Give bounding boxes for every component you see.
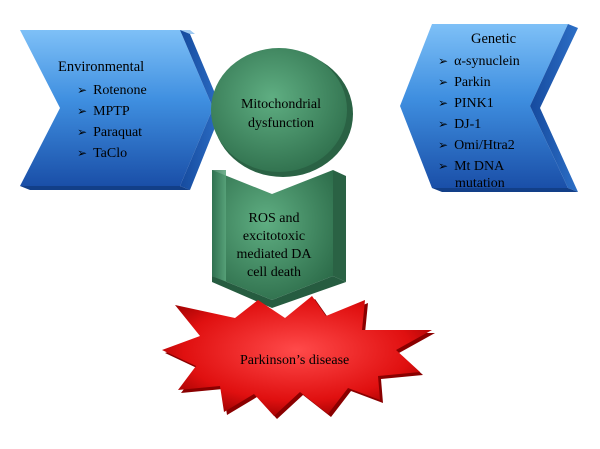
genetic-item-label: Parkin: [454, 75, 491, 90]
ros-line2: excitotoxic: [242, 229, 306, 244]
genetic-item: ➢ Mt DNA: [438, 156, 520, 177]
arrowhead-bullet-icon: ➢: [438, 117, 449, 131]
arrowhead-bullet-icon: ➢: [77, 83, 88, 97]
genetic-item: ➢ Omi/Htra2: [438, 135, 520, 156]
environmental-item: ➢ MPTP: [77, 101, 147, 122]
environmental-item: ➢ TaClo: [77, 143, 147, 164]
arrowhead-bullet-icon: ➢: [438, 54, 449, 68]
mitochondrial-line1: Mitochondrial: [240, 97, 322, 112]
environmental-list: ➢ Rotenone ➢ MPTP ➢ Paraquat ➢ TaClo: [77, 80, 147, 164]
genetic-title: Genetic: [471, 31, 517, 47]
mitochondrial-label: Mitochondrial dysfunction: [229, 95, 333, 133]
genetic-item-label: PINK1: [454, 96, 494, 111]
arrowhead-bullet-icon: ➢: [77, 125, 88, 139]
environmental-item: ➢ Paraquat: [77, 122, 147, 143]
arrowhead-bullet-icon: ➢: [438, 138, 449, 152]
genetic-item-label: Mt DNA: [454, 159, 505, 174]
arrowhead-bullet-icon: ➢: [438, 96, 449, 110]
parkinsons-label: Parkinson’s disease: [240, 353, 350, 368]
ros-line4: cell death: [246, 265, 302, 280]
genetic-chevron: [400, 24, 578, 192]
genetic-item: ➢ Parkin: [438, 72, 520, 93]
environmental-item-label: Rotenone: [93, 83, 147, 98]
genetic-item-label: α-synuclein: [454, 54, 520, 69]
arrowhead-bullet-icon: ➢: [438, 159, 449, 173]
genetic-item: ➢ PINK1: [438, 93, 520, 114]
arrowhead-bullet-icon: ➢: [77, 104, 88, 118]
genetic-item: ➢ α-synuclein: [438, 51, 520, 72]
parkinsons-starburst: [162, 296, 435, 419]
ros-chevron-shape: [212, 170, 346, 308]
genetic-item: ➢ DJ-1: [438, 114, 520, 135]
mitochondrial-line2: dysfunction: [247, 116, 315, 131]
environmental-item-label: Paraquat: [93, 125, 143, 140]
ros-label: ROS and excitotoxic mediated DA cell dea…: [218, 210, 330, 282]
genetic-list: ➢ α-synuclein ➢ Parkin ➢ PINK1 ➢ DJ-1 ➢ Omi/Htra2…: [438, 51, 520, 177]
environmental-title: Environmental: [58, 59, 145, 75]
environmental-item-label: TaClo: [93, 146, 128, 161]
genetic-item-label: Omi/Htra2: [454, 138, 515, 153]
environmental-item: ➢ Rotenone: [77, 80, 147, 101]
ros-line3: mediated DA: [236, 247, 312, 262]
mitochondrial-ellipse: [211, 48, 353, 177]
ros-line1: ROS and: [248, 211, 300, 226]
arrowhead-bullet-icon: ➢: [438, 75, 449, 89]
arrowhead-bullet-icon: ➢: [77, 146, 88, 160]
environmental-item-label: MPTP: [93, 104, 130, 119]
genetic-item-continuation: mutation: [455, 176, 505, 191]
genetic-item-label: DJ-1: [454, 117, 482, 132]
